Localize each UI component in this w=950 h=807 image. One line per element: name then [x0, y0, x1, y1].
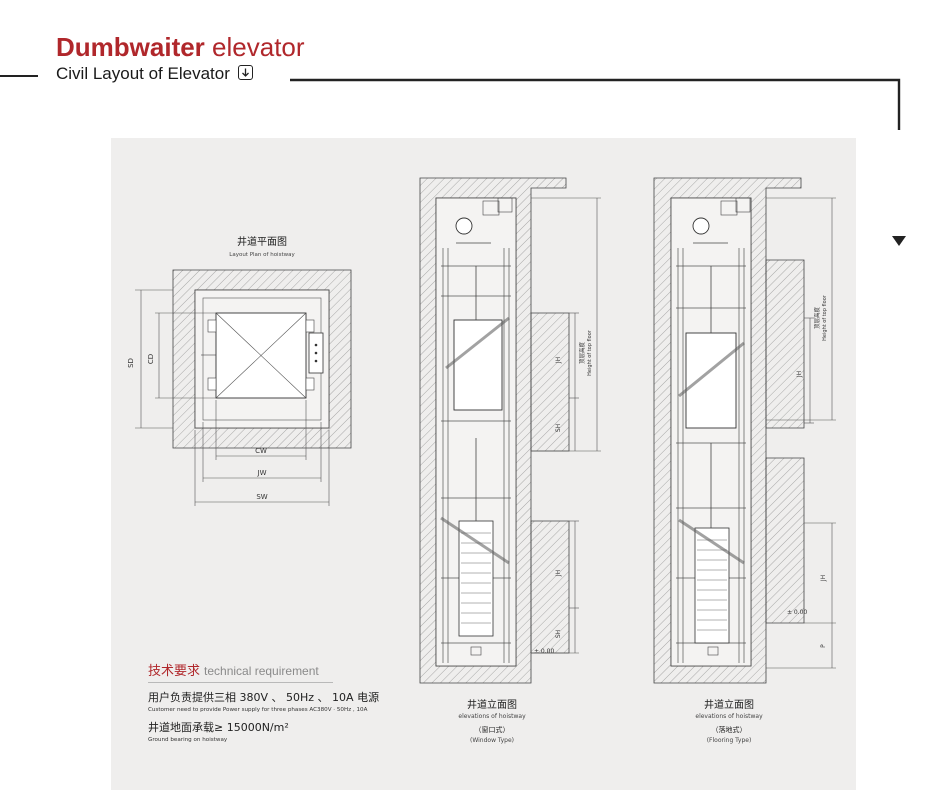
requirements-title-cn: 技术要求 [148, 664, 201, 679]
requirement-2-cn: 井道地面承载≥ 15000N/m² [148, 721, 289, 734]
traction-wheel-2 [692, 217, 710, 235]
floor-zero: ± 0.00 [787, 609, 807, 616]
caption-floor-en: elevations of hoistway [695, 713, 763, 720]
caption-window-en: elevations of hoistway [458, 713, 526, 720]
win-sh-2: SH [555, 630, 562, 638]
caption-window-type-cn: （窗口式） [474, 726, 510, 734]
win-jh-1: JH [555, 357, 562, 364]
dim-sd: SD [127, 358, 135, 368]
floor-jh-2: JH [820, 575, 827, 582]
win-top-cn: 顶层高度 [578, 342, 586, 365]
caption-window-type-en: (Window Type) [469, 737, 515, 744]
flow-arrow-icon [0, 75, 901, 130]
elevation-floor-view: JH JH P 顶层高度 Height of top floor ± 0.00 [653, 177, 836, 684]
dim-jw: JW [257, 469, 267, 477]
floor-top-cn: 顶层高度 [813, 307, 821, 330]
title-light: elevator [212, 32, 305, 62]
requirement-1-cn: 用户负责提供三相 380V 、 50Hz 、 10A 电源 [148, 691, 380, 704]
requirement-1-en: Customer need to provide Power supply fo… [148, 707, 368, 713]
floor-jh-1: JH [796, 371, 803, 378]
caption-floor-type-cn: （落地式） [711, 726, 747, 734]
title-bold: Dumbwaiter [56, 32, 205, 62]
header: Dumbwaiter elevator Civil Layout of Elev… [0, 0, 950, 246]
dim-sw: SW [256, 493, 267, 501]
subtitle-text: Civil Layout of Elevator [56, 64, 230, 83]
down-arrow-icon[interactable] [237, 65, 253, 80]
dim-cw: CW [255, 447, 267, 455]
caption-window-cn: 井道立面图 [467, 700, 517, 711]
page-subtitle: Civil Layout of Elevator [56, 64, 253, 84]
dim-cd: CD [147, 354, 155, 364]
plan-title-cn: 井道平面图 [237, 235, 287, 248]
plan-view: SD CD CW JW SW 井道平面图 Layout Plan of hois… [127, 235, 352, 506]
floor-p: P [820, 644, 827, 648]
floor-top-en: Height of top floor [822, 294, 828, 341]
caption-floor-type-en: (Flooring Type) [706, 737, 752, 744]
flow-arrowhead [892, 236, 906, 246]
caption-window: 井道立面图 elevations of hoistway （窗口式） (Wind… [437, 696, 547, 744]
requirements-title-en: technical requirement [204, 664, 319, 678]
win-zero: ± 0.00 [534, 648, 554, 655]
elevation-window-view: JH SH JH SH 顶层高度 Height of top floor ± 0… [419, 177, 601, 684]
requirements-divider [148, 682, 333, 683]
drawing-svg: SD CD CW JW SW 井道平面图 Layout Plan of hois… [127, 177, 836, 684]
traction-wheel [455, 217, 473, 235]
win-sh-1: SH [555, 424, 562, 432]
lower-car [458, 520, 494, 637]
caption-floor-cn: 井道立面图 [704, 700, 754, 711]
plan-title-en: Layout Plan of hoistway [229, 252, 295, 258]
caption-floor: 井道立面图 elevations of hoistway （落地式） (Floo… [674, 696, 784, 744]
drawing-panel: SD CD CW JW SW 井道平面图 Layout Plan of hois… [111, 138, 856, 790]
win-jh-2: JH [555, 570, 562, 577]
upper-car [453, 319, 503, 411]
win-top-en: Height of top floor [587, 329, 593, 376]
page-title: Dumbwaiter elevator [56, 32, 305, 62]
requirement-2-en: Ground bearing on hoistway [148, 737, 228, 743]
